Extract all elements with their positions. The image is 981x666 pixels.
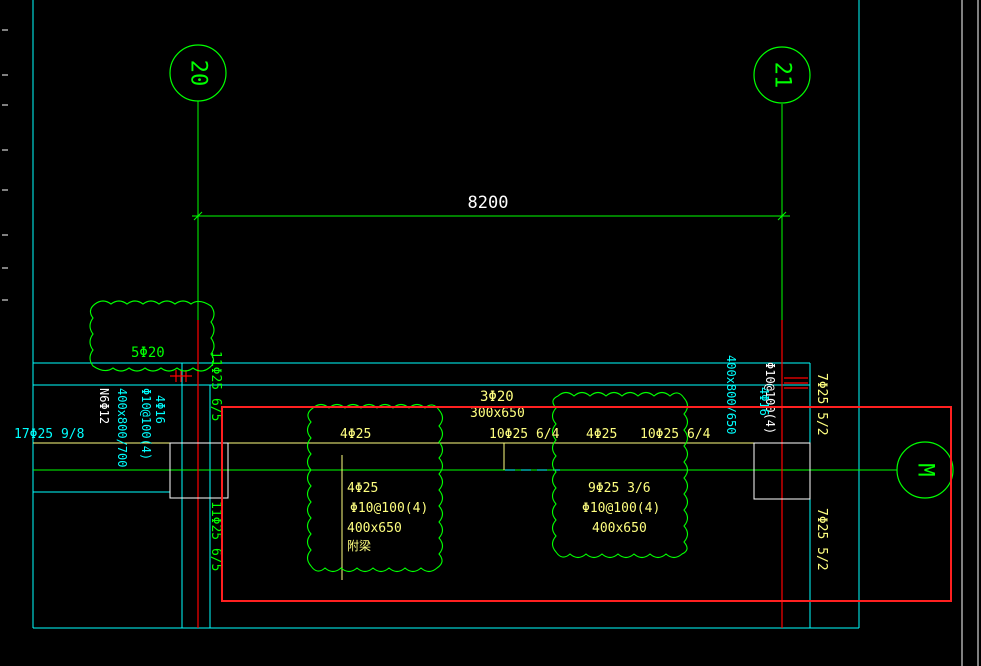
right-column-side-3: 4Φ16	[757, 387, 771, 416]
revision-cloud-right-beam	[551, 391, 689, 559]
right-sec-beam-stirrup: Φ10@100(4)	[582, 501, 660, 516]
left-edge-marks	[2, 29, 8, 301]
axis-21-bubble	[753, 46, 811, 104]
right-column-side-1: Φ10@100(4)	[763, 362, 777, 434]
highlight-rectangle[interactable]	[221, 406, 952, 602]
right-border	[961, 0, 979, 666]
frame-lines	[32, 0, 860, 629]
right-column-vrebar-bottom: 7Φ25 5/2	[814, 508, 829, 571]
right-column-side-2: 400x800/650	[724, 355, 738, 434]
main-beam-left-support: 10Φ25 6/4	[489, 427, 560, 442]
axis-M[interactable]: M	[33, 441, 954, 499]
right-sec-beam-bottom: 9Φ25 3/6	[588, 481, 651, 496]
axis-M-bubble	[896, 441, 954, 499]
main-beam-section: 300x650	[470, 406, 525, 421]
left-column-side-2: Φ10@100(4)	[139, 388, 153, 460]
axis-20-label: 20	[186, 60, 211, 87]
revision-cloud-top-left	[89, 300, 215, 372]
right-column-vrebar-top: 7Φ25 5/2	[814, 373, 829, 436]
left-sec-beam-stirrup: Φ10@100(4)	[350, 501, 428, 516]
left-column-side-1: 4Φ16	[153, 395, 167, 424]
left-column-vrebar-top: 11Φ25 6/5	[208, 351, 223, 421]
right-sec-beam-section: 400x650	[592, 521, 647, 536]
main-beam-top-rebar: 3Φ20	[480, 389, 514, 405]
column-lines	[170, 320, 808, 628]
right-column-outline[interactable]	[753, 442, 811, 500]
left-sec-beam-note: 附梁	[347, 538, 371, 553]
left-column-side-4: N6Φ12	[97, 388, 111, 424]
left-column-outline[interactable]	[169, 442, 229, 499]
beam-rebar-lines	[33, 442, 810, 580]
main-beam-right-support: 10Φ25 6/4	[640, 427, 711, 442]
span-dimension[interactable]: 8200	[192, 193, 790, 221]
left-sec-beam-top: 4Φ25	[340, 427, 371, 442]
left-column-top-bar: 5Φ20	[131, 345, 165, 361]
main-beam-mid-top: 4Φ25	[586, 427, 617, 442]
left-column-vrebar-bottom: 11Φ25 6/5	[208, 501, 223, 571]
left-column-side-3: 400x800/700	[115, 388, 129, 467]
span-dimension-text: 8200	[468, 193, 509, 213]
beam-rebar-left: 17Φ25 9/8	[14, 427, 84, 442]
axis-20-bubble	[169, 44, 227, 102]
left-sec-beam-section: 400x650	[347, 521, 402, 536]
axis-M-label: M	[913, 463, 938, 476]
left-sec-beam-bottom: 4Φ25	[347, 481, 378, 496]
axis-21-label: 21	[770, 62, 795, 89]
